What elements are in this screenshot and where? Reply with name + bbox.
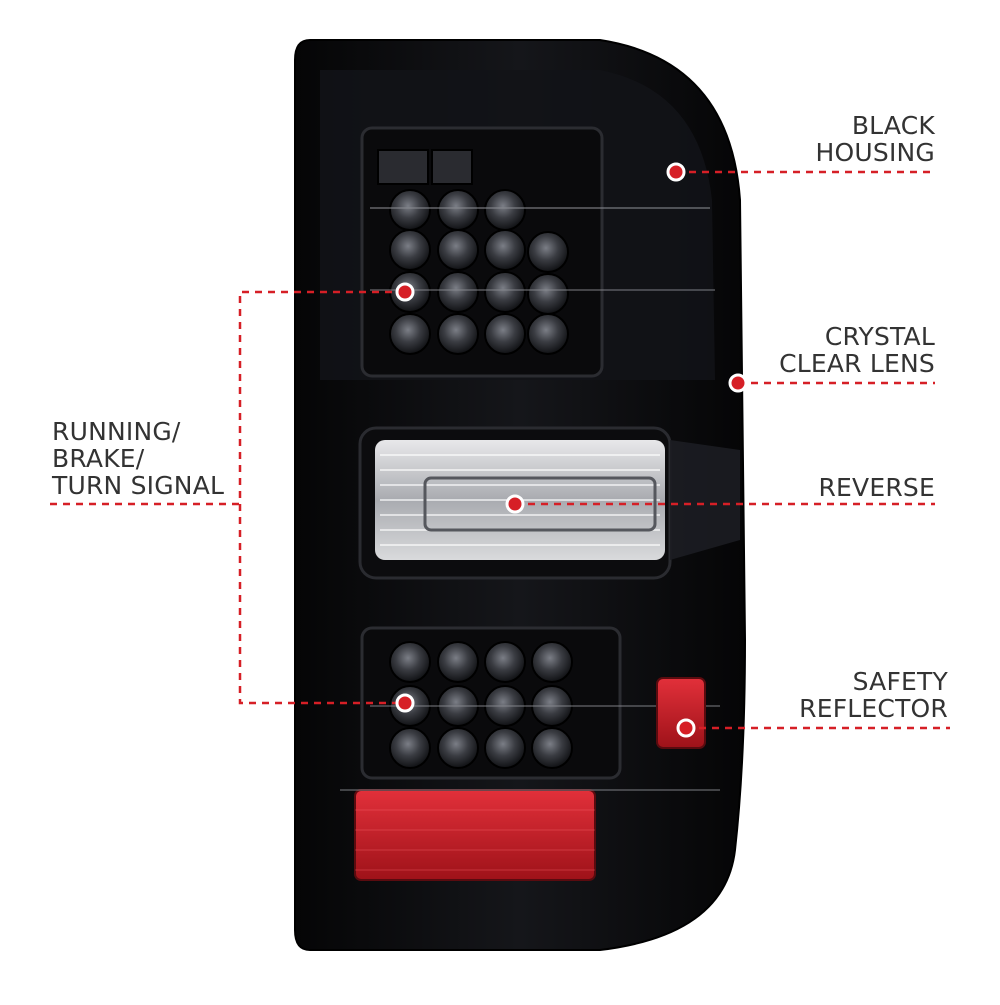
label-safety-reflector: SAFETY REFLECTOR <box>799 667 948 723</box>
label-black-housing: BLACK HOUSING <box>815 111 935 167</box>
upper-led-grid <box>377 149 569 355</box>
callout-dot-reverse <box>505 494 525 514</box>
label-running-brake-turn-signal: RUNNING/ BRAKE/ TURN SIGNAL <box>52 417 225 500</box>
label-reverse: REVERSE <box>818 473 935 502</box>
label-crystal-clear-lens: CRYSTAL CLEAR LENS <box>779 322 935 378</box>
callout-dot-running-lower <box>395 693 415 713</box>
callout-dot-crystal-clear-lens <box>728 373 748 393</box>
callout-dot-safety-reflector <box>676 718 696 738</box>
callout-dot-running-upper <box>395 282 415 302</box>
callout-lines <box>50 170 950 730</box>
callout-dot-black-housing <box>666 162 686 182</box>
callout-dots <box>395 162 748 738</box>
